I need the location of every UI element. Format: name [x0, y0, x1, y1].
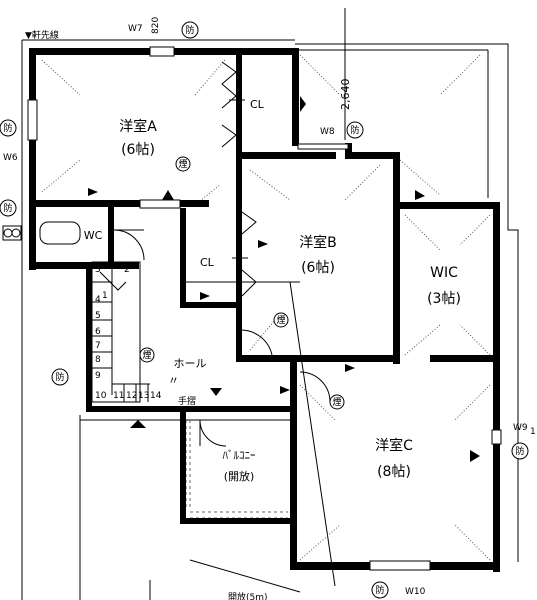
eaves-line-label: ▼軒先線 [25, 29, 59, 41]
stair-step: 6 [95, 327, 101, 337]
smoke-detector-b: 煙 [276, 315, 285, 326]
wall-markers [88, 96, 480, 462]
stair-step: 11 [113, 391, 124, 401]
crime-prevention-labels: 防 防 防 防 防 防 防 [3, 24, 524, 596]
hall-ditto-mark: 〃 [168, 374, 179, 387]
window-w6-label: W6 [3, 153, 18, 163]
handrail-label: 手摺 [178, 395, 196, 407]
stair-step: 10 [95, 391, 107, 401]
crime-prevention-icons [0, 21, 529, 599]
closet-b-label: CL [200, 256, 215, 269]
wic-name: WIC [430, 265, 458, 281]
balcony-name: ﾊﾞﾙｺﾆｰ [223, 449, 256, 462]
window-w8-label: W8 [320, 127, 335, 137]
wc-name: WC [84, 229, 103, 242]
hall-name: ホール [174, 357, 207, 370]
room-c-name: 洋室C [375, 437, 413, 454]
stair-step: 14 [150, 391, 162, 401]
dimension-2640: 2,640 [339, 79, 352, 111]
smoke-detector-a: 煙 [178, 159, 187, 170]
room-c-size: (8帖) [377, 464, 411, 480]
smoke-detector-c: 煙 [332, 397, 341, 408]
crime-prevention-w9: 防 [515, 445, 524, 457]
room-a-name: 洋室A [119, 118, 157, 135]
dimension-820: 820 [151, 17, 161, 34]
toilet-fixture [2, 221, 81, 245]
crime-prevention-w10: 防 [375, 584, 384, 596]
room-b-size: (6帖) [301, 260, 335, 276]
stair-step: 12 [126, 391, 137, 401]
corner-marks [41, 54, 491, 561]
smoke-detector-labels: 煙 煙 煙 煙 [142, 159, 341, 408]
annotation-labels: ▼軒先線 820 2,640 CL CL 手摺 〃 開放(5m) W7 W6 W… [3, 17, 536, 600]
window-w9-label: W9 [513, 423, 528, 433]
crime-prevention-w6: 防 [3, 122, 12, 134]
closet-a-zigzag [221, 61, 245, 148]
stair-step-numbers: 1 2 3 4 5 6 7 8 9 10 11 12 13 14 [95, 265, 162, 401]
stair-step: 2 [124, 265, 130, 275]
window-edge-mark: 1 [530, 427, 536, 437]
balcony-size: (開放) [224, 469, 255, 483]
eaves-outline [21, 8, 519, 600]
stair-step: 5 [95, 311, 101, 321]
stair-step: 4 [95, 295, 101, 305]
window-w7-label: W7 [128, 24, 143, 34]
stair-step: 9 [95, 371, 101, 381]
window-w10-label: W10 [405, 587, 426, 597]
staircase [91, 261, 150, 403]
crime-prevention-w7: 防 [185, 24, 194, 36]
room-labels: 洋室A (6帖) 洋室B (6帖) WIC (3帖) 洋室C (8帖) ﾊﾞﾙｺ… [84, 118, 461, 483]
bottom-cut-label: 開放(5m) [228, 591, 268, 600]
stair-step: 8 [95, 355, 101, 365]
walls [29, 48, 500, 572]
smoke-detector-hall: 煙 [142, 350, 151, 361]
smoke-detector-icons [139, 156, 345, 410]
crime-prevention-w8: 防 [350, 124, 359, 136]
stair-step: 3 [95, 265, 101, 275]
closet-a-label: CL [250, 98, 265, 111]
windows [27, 46, 502, 571]
stair-step: 13 [138, 391, 149, 401]
door-swings [113, 229, 331, 447]
room-b-name: 洋室B [299, 234, 337, 251]
wic-size: (3帖) [427, 291, 461, 307]
crime-prevention-wc: 防 [3, 202, 12, 214]
crime-prevention-stairs: 防 [55, 371, 64, 383]
room-a-size: (6帖) [121, 142, 155, 158]
balcony-rail [185, 420, 288, 519]
closet-b-zigzag [232, 211, 257, 297]
stair-step: 1 [102, 291, 108, 301]
stair-step: 7 [95, 341, 101, 351]
